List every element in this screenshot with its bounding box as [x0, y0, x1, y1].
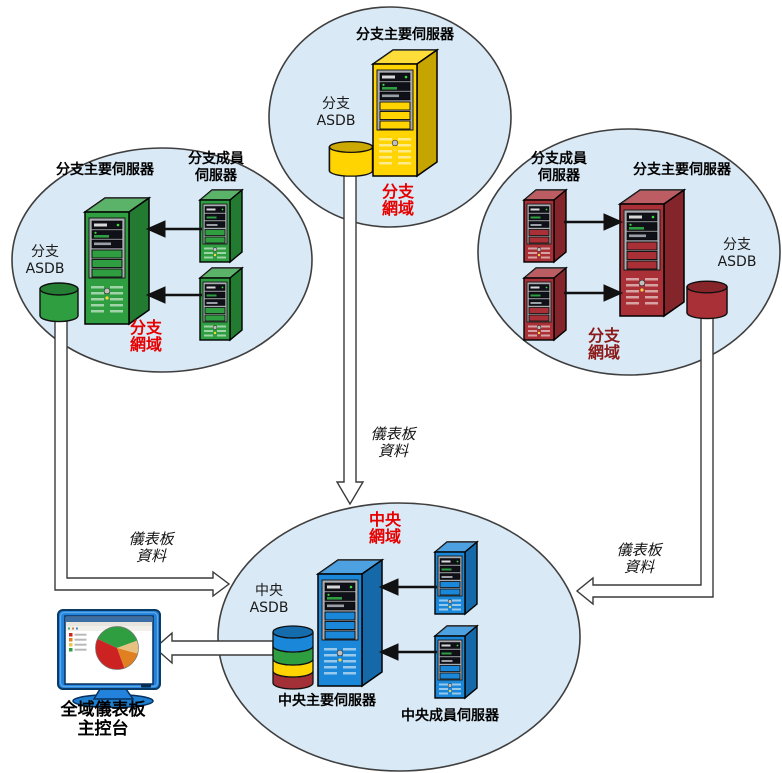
- dashboard-legend: [69, 633, 87, 652]
- central-member-label: 中央成員伺服器: [401, 708, 499, 724]
- dashboard-app-window: [66, 617, 152, 670]
- branch-right-member-server-2: [523, 267, 567, 341]
- branch-left-member-server-2: [199, 267, 243, 341]
- branch-right-member-server-1: [523, 189, 567, 263]
- monitor-stand: [92, 688, 135, 700]
- central-asdb-cylinder: [272, 625, 314, 690]
- branch-right-member-label: 分支成員 伺服器: [531, 151, 587, 184]
- central-domain-ellipse: [217, 502, 581, 772]
- branch-left-member-arrows: [145, 220, 202, 304]
- central-asdb-label: 中央 ASDB: [249, 583, 289, 616]
- branch-right-domain-label: 分支 網域: [587, 326, 621, 363]
- branch-top-asdb-cylinder: [328, 140, 374, 177]
- branch-right-asdb-label: 分支 ASDB: [717, 237, 757, 270]
- central-domain-label: 中央 網域: [368, 510, 402, 547]
- branch-left-domain-label: 分支 網域: [129, 318, 163, 355]
- branch-top-asdb-label: 分支 ASDB: [316, 96, 356, 129]
- branch-left-asdb-cylinder: [39, 282, 79, 323]
- monitor-power-button: [141, 684, 151, 688]
- flow-label-right: 儀表板 資料: [616, 541, 662, 576]
- console-monitor: [57, 609, 161, 709]
- branch-left-member-server-1: [199, 189, 243, 263]
- flow-arrow-central-to-console: [153, 631, 274, 665]
- branch-right-member-arrows: [564, 213, 624, 302]
- branch-left-server-label: 分支主要伺服器: [56, 162, 154, 178]
- central-server-label: 中央主要伺服器: [278, 693, 376, 709]
- branch-top-domain-label: 分支 網域: [381, 182, 415, 219]
- flow-arrow-left-to-central: [54, 309, 231, 598]
- branch-right-primary-server: [619, 189, 685, 317]
- console-label: 全域儀表板 主控台: [60, 700, 146, 740]
- flow-label-left: 儀表板 資料: [128, 530, 174, 565]
- central-member-server-2: [434, 625, 478, 699]
- branch-right-server-label: 分支主要伺服器: [633, 162, 731, 178]
- branch-right-asdb-cylinder: [686, 280, 728, 320]
- flow-arrow-right-to-central: [575, 309, 714, 606]
- branch-left-asdb-label: 分支 ASDB: [25, 244, 65, 277]
- central-primary-server: [317, 559, 383, 687]
- branch-top-server-label: 分支主要伺服器: [356, 27, 454, 43]
- central-member-arrows: [378, 578, 437, 661]
- flow-label-top: 儀表板 資料: [370, 425, 416, 460]
- flow-arrow-top-to-central: [335, 167, 365, 506]
- branch-top-primary-server: [372, 49, 438, 177]
- branch-left-primary-server: [84, 197, 150, 325]
- dashboard-pie-chart: [95, 626, 139, 670]
- branch-left-member-label: 分支成員 伺服器: [188, 151, 244, 184]
- central-member-server-1: [434, 541, 478, 615]
